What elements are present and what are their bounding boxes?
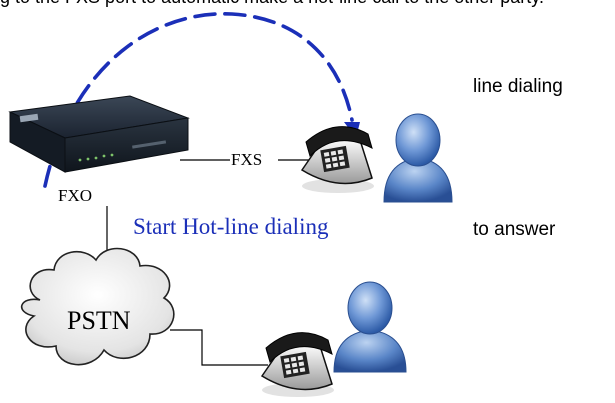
pstn-cloud bbox=[21, 247, 175, 366]
fxo-label: FXO bbox=[56, 186, 95, 206]
fxs-label: FXS bbox=[230, 150, 264, 170]
person-top bbox=[383, 113, 453, 203]
gateway-device bbox=[8, 95, 190, 173]
telephone-bottom bbox=[260, 332, 334, 397]
right-label-to-answer: to answer bbox=[473, 219, 556, 240]
pstn-label: PSTN bbox=[67, 306, 131, 335]
pstn-to-phone-line bbox=[170, 329, 268, 366]
caption-fragment: g to the FXS port to automatic make a ho… bbox=[0, 0, 544, 8]
connection-lines bbox=[106, 159, 312, 366]
person-bottom bbox=[333, 281, 407, 373]
start-hotline-label: Start Hot-line dialing bbox=[133, 214, 329, 239]
right-label-line-dialing: line dialing bbox=[473, 76, 563, 97]
telephone-top bbox=[300, 126, 374, 193]
